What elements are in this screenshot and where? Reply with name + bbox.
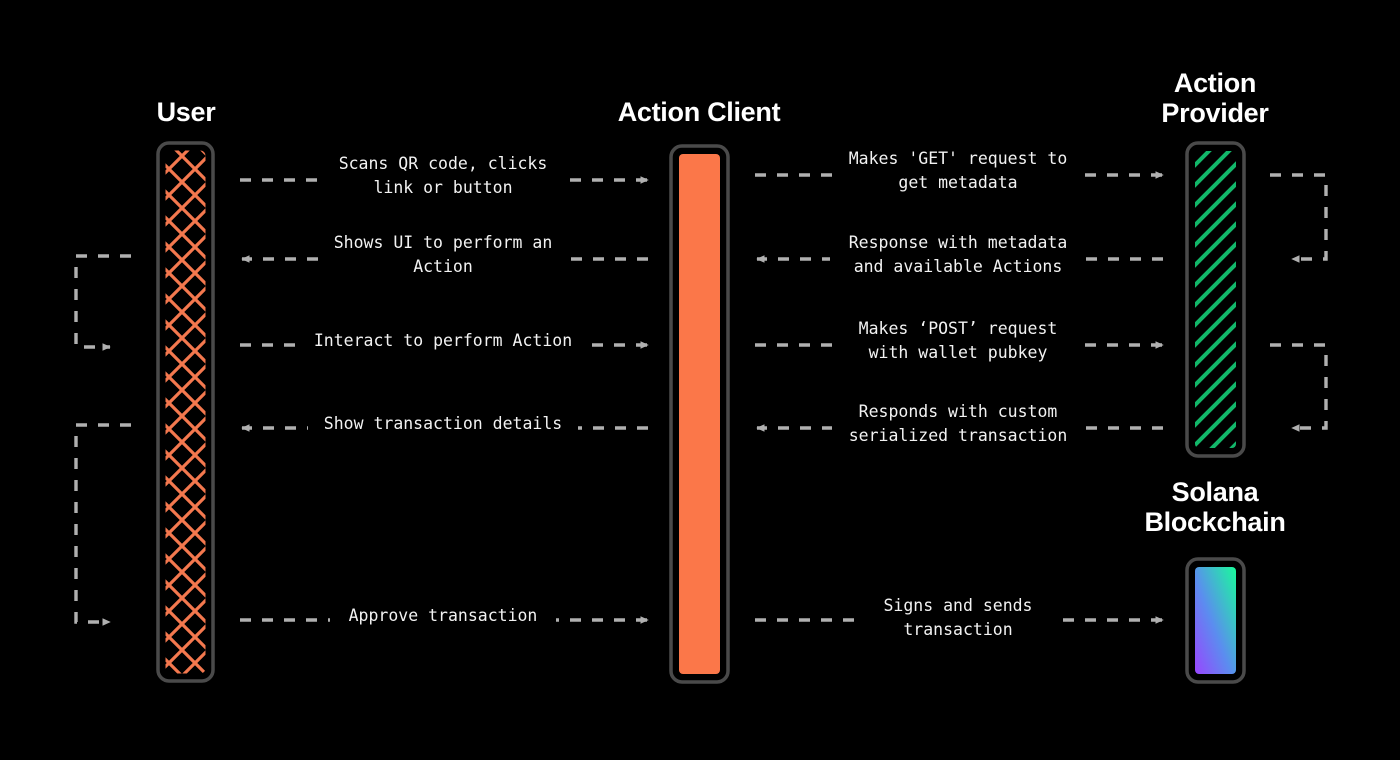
self-loop-provider-top	[1270, 173, 1328, 263]
message-label-interact-action: Interact to perform Action	[300, 329, 586, 353]
lane-title-user: User	[156, 97, 216, 127]
lifeline-bar-action-provider	[1185, 141, 1246, 458]
lane-title-solana-blockchain: Solana Blockchain	[1144, 477, 1286, 537]
message-label-signs-sends: Signs and sends transaction	[862, 594, 1054, 642]
lane-title-action-client: Action Client	[617, 97, 781, 127]
lane-title-action-provider: Action Provider	[1161, 68, 1269, 128]
self-loop-user-bottom	[74, 423, 131, 626]
message-label-show-tx-details: Show transaction details	[308, 412, 578, 436]
lifeline-bar-action-client	[669, 144, 730, 684]
lifeline-bar-user	[156, 141, 215, 683]
message-label-responds-serialized: Responds with custom serialized transact…	[832, 400, 1084, 448]
message-label-scan-qr: Scans QR code, clicks link or button	[320, 152, 566, 200]
message-label-response-metadata: Response with metadata and available Act…	[830, 231, 1086, 279]
lifeline-bar-solana-blockchain	[1185, 557, 1246, 684]
message-label-shows-ui: Shows UI to perform an Action	[318, 231, 568, 279]
lifeline-bars	[156, 141, 1246, 684]
self-loop-user-top	[74, 254, 131, 351]
self-loop-arrows	[74, 173, 1328, 626]
message-label-get-metadata: Makes 'GET' request to get metadata	[833, 147, 1083, 195]
message-label-approve-tx: Approve transaction	[330, 604, 556, 628]
message-label-post-request: Makes ‘POST’ request with wallet pubkey	[840, 317, 1076, 365]
self-loop-provider-bottom	[1270, 343, 1328, 432]
